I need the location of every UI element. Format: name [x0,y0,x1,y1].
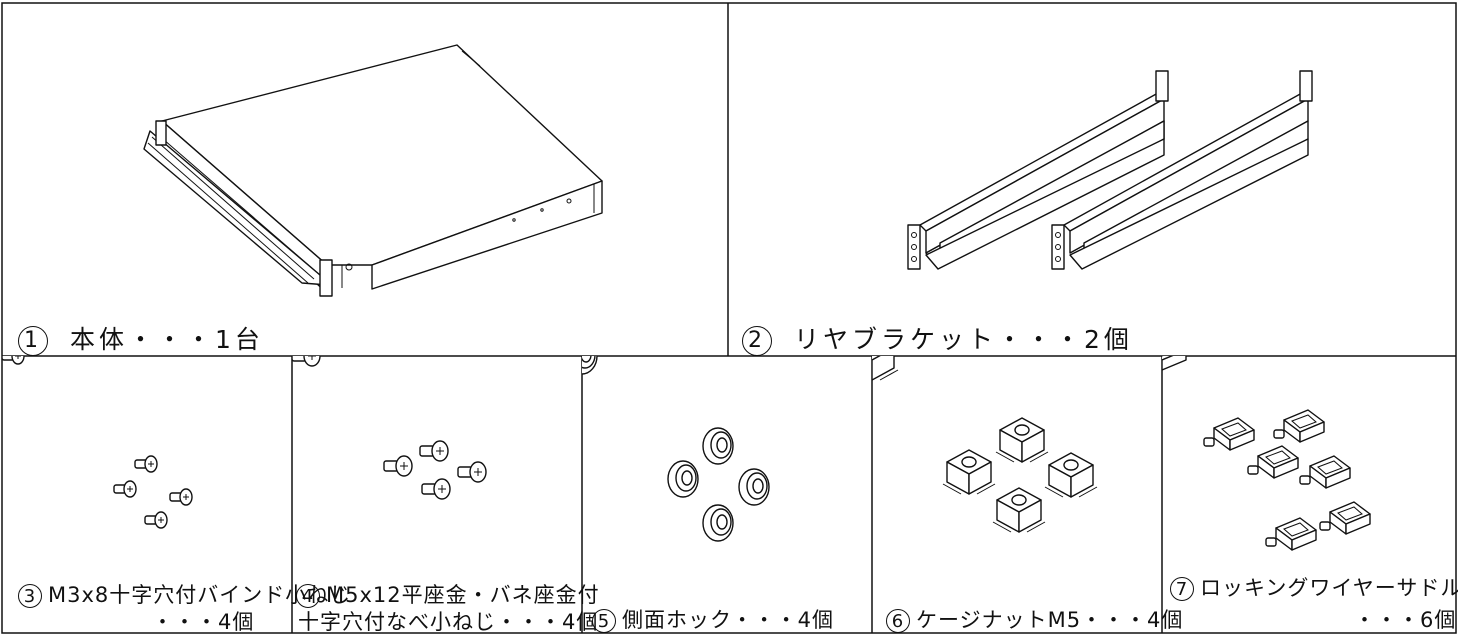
item-number: 6 [886,609,910,633]
side-hook-icon [582,356,770,542]
item-description: ケージナットM5・・・4個 [916,608,1184,632]
item-number: 3 [18,584,42,608]
item-number: 2 [742,326,772,356]
item-quantity: 十字穴付なべ小ねじ・・・4個 [298,610,599,634]
binding-screw-icon [2,356,193,529]
item-description: M5x12平座金・バネ座金付 [326,583,600,607]
item-description: ロッキングワイヤーサドル [1200,576,1458,600]
panel-label: 1 本体・・・1台 [18,326,264,356]
item-quantity: ・・・4個 [152,610,255,634]
item-number: 7 [1170,577,1194,601]
panel-main-unit: 1 本体・・・1台 [2,3,728,356]
locking-wire-saddle-icon [1162,356,1371,551]
cage-nut-icon [872,356,1098,533]
pan-head-screw-icon [292,356,487,500]
item-description: 側面ホック・・・4個 [622,608,834,632]
item-number: 4 [296,584,320,608]
item-description: 本体・・・1台 [70,325,264,354]
rear-bracket-icon [907,70,1313,270]
item-quantity: ・・・6個 [1354,608,1457,632]
panel-rear-bracket: 2 リヤブラケット・・・2個 [728,3,1456,356]
panel-label: 2 リヤブラケット・・・2個 [742,326,1133,356]
main-unit-icon [143,44,603,297]
item-number: 5 [592,609,616,633]
item-number: 1 [18,326,48,356]
item-description: リヤブラケット・・・2個 [794,325,1133,354]
